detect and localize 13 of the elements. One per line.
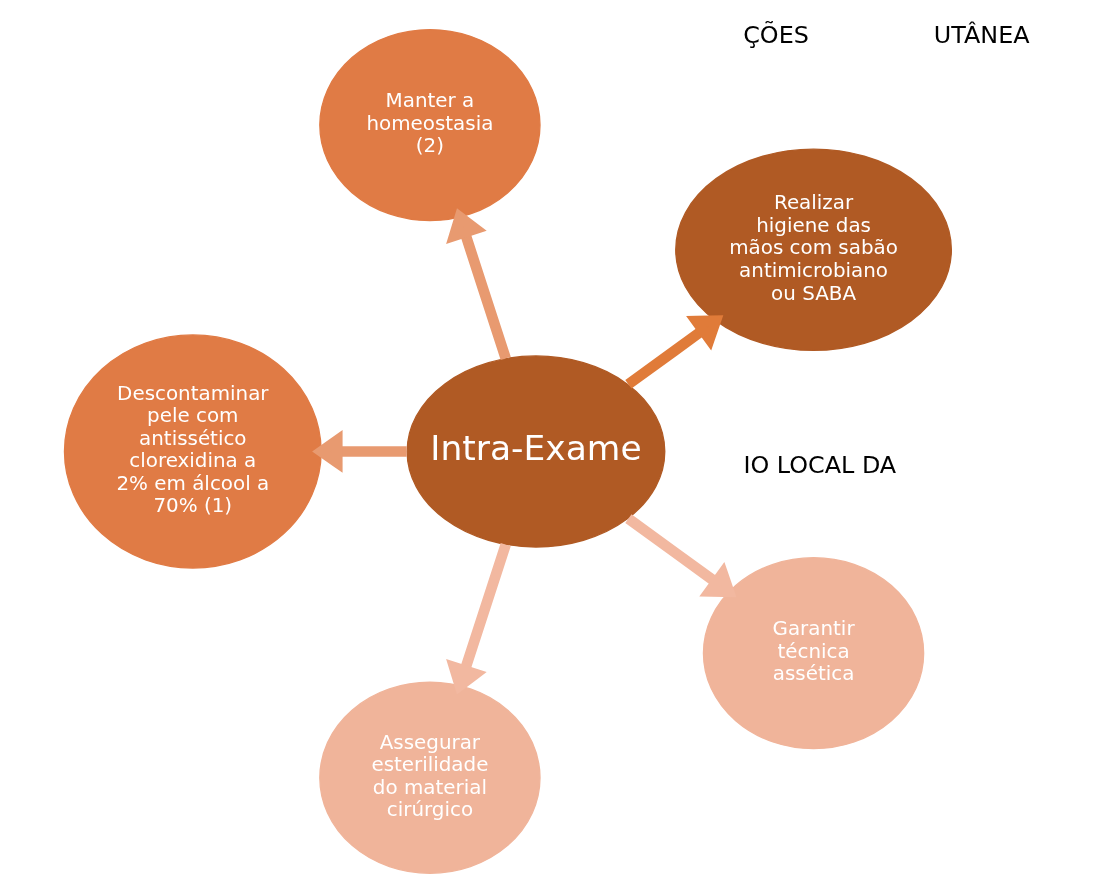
label: UTÂNEA — [933, 21, 1030, 50]
arrow — [624, 315, 723, 389]
node-circle: Descontaminar pele com antissético clorexidina a 2% em álcool a 70% (1) — [63, 334, 322, 569]
label: ÇÕES — [742, 21, 809, 50]
node-ellipse: Manter a homeostasia (2) — [318, 28, 541, 222]
node-ellipse: Assegurar esterilidade do material cirúrgico — [318, 681, 541, 874]
arrow — [311, 430, 407, 473]
node-ellipse: Intra-Exame — [405, 355, 665, 548]
label: IO LOCAL DA — [742, 451, 896, 480]
arrow — [445, 542, 511, 695]
arrow — [624, 514, 736, 598]
arrow — [445, 208, 511, 360]
node-ellipse: Garantir técnica assética — [702, 556, 924, 750]
